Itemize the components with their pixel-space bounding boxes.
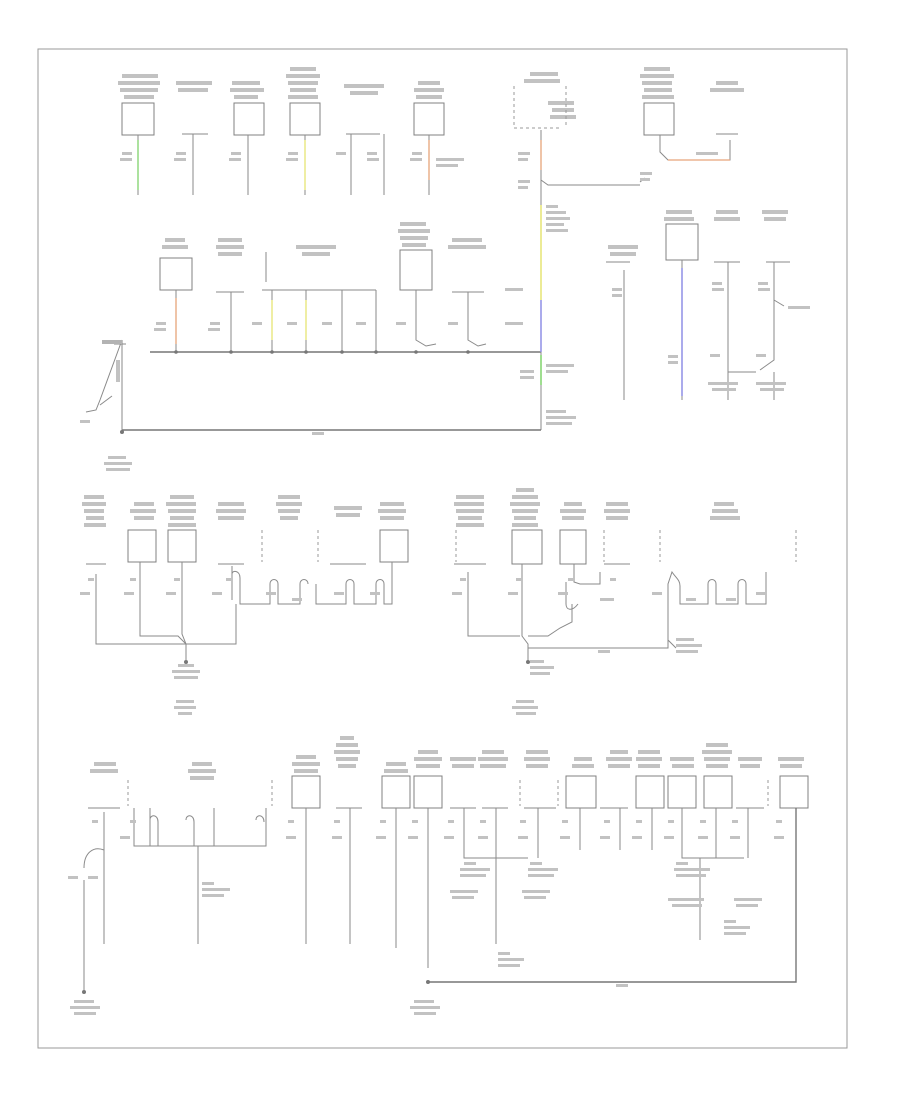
component-box [399, 249, 433, 291]
component-labels-top [118, 67, 744, 119]
component-labels-lower-right [454, 488, 740, 527]
component-labels-bottom [90, 736, 804, 780]
component-labels-middle [162, 210, 788, 256]
component-box [381, 775, 411, 809]
component-box [233, 102, 265, 136]
component-box [289, 102, 321, 136]
component-box [291, 775, 321, 809]
component-box [565, 775, 597, 809]
component-labels-lower-left [82, 495, 406, 527]
component-box [413, 775, 443, 809]
section-bottom-components [68, 736, 809, 1015]
section-lower-left-ground-group [80, 495, 409, 715]
component-box [379, 529, 409, 563]
component-box [511, 529, 543, 565]
section-lower-right-ground-group [452, 488, 797, 715]
component-box [635, 775, 665, 809]
diagram-border [37, 48, 848, 1049]
component-box [121, 102, 155, 136]
component-box [413, 102, 445, 136]
component-box [127, 529, 157, 563]
component-box [559, 529, 587, 565]
component-box [779, 775, 809, 809]
component-box [159, 257, 193, 291]
component-box [703, 775, 733, 809]
component-box [167, 529, 197, 563]
component-box [665, 223, 699, 261]
section-middle-components [80, 200, 810, 471]
component-box [667, 775, 697, 809]
component-box [643, 102, 675, 136]
section-top-components [118, 67, 744, 200]
